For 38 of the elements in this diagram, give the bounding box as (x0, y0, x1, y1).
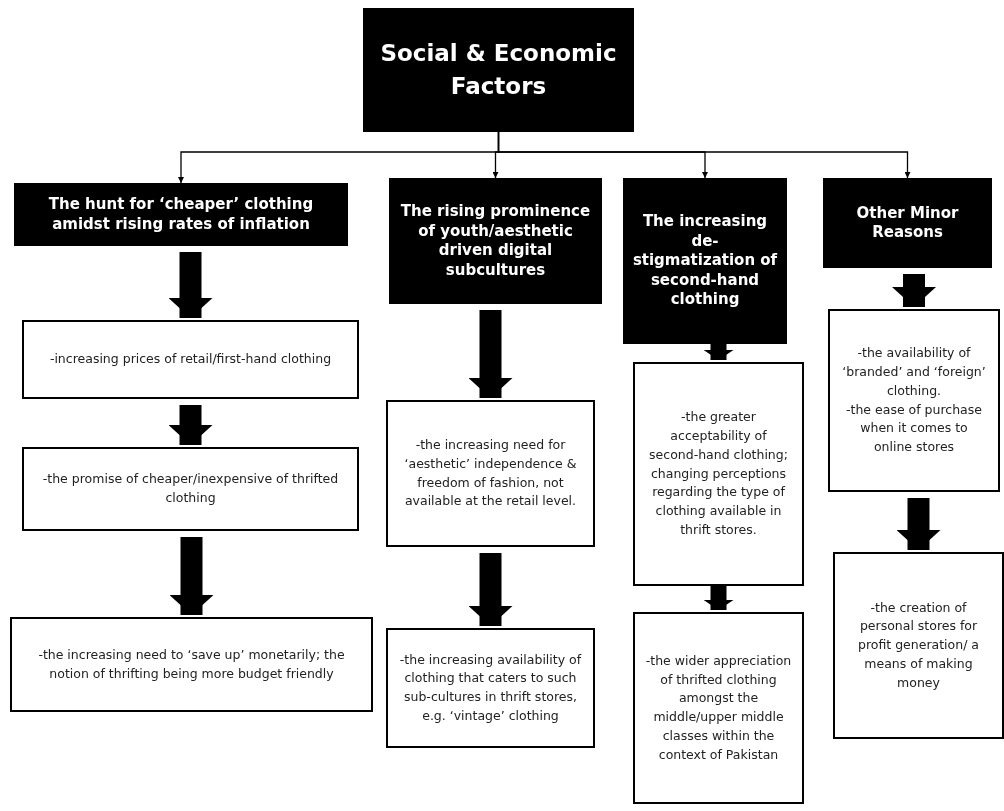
text-box (10, 617, 373, 712)
box-text: -the greater acceptability of second-hand clothing; changing perceptions regarding the type of clothing available in thrift stores. (648, 408, 789, 539)
box-text: -the promise of cheaper/inexpensive of thrifted clothing (41, 470, 340, 507)
box-text: -the creation of personal stores for profit generation/ a means of making money (857, 598, 980, 692)
text-box (386, 400, 595, 547)
category-box (823, 178, 992, 268)
box-text: -the availability of ‘branded’ and ‘foreign’ clothing. (841, 344, 987, 400)
box-text: -the increasing need to ‘save up’ monetarily; the notion of thrifting being more budget friendly (37, 645, 346, 683)
title-box (363, 8, 634, 132)
box-text: -increasing prices of retail/first-hand clothing (49, 350, 332, 369)
block-arrow (468, 553, 513, 626)
block-arrow (892, 274, 936, 307)
box-text: -the ease of purchase when it comes to online stores (845, 400, 983, 456)
text-box (22, 447, 359, 531)
block-arrow (168, 252, 213, 318)
box-text: -the increasing need for ‘aesthetic’ independence & freedom of fashion, not available at the retail level. (403, 436, 578, 511)
text-box (22, 320, 359, 399)
heading-text: The increasing de-stigmatization of second-hand clothing (631, 212, 779, 310)
category-box (14, 183, 348, 246)
text-box (833, 552, 1004, 739)
category-box (389, 178, 602, 304)
block-arrow (703, 586, 734, 610)
block-arrow (168, 405, 213, 445)
block-arrow (169, 537, 214, 615)
box-text: -the increasing availability of clothing that caters to such sub-cultures in thrift stores, e.g. ‘vintage’ clothing (398, 650, 583, 725)
heading-text: The rising prominence of youth/aesthetic driven digital subcultures (399, 202, 592, 280)
text-box (386, 628, 595, 748)
connector-arrow (497, 131, 911, 179)
text-box (633, 612, 804, 804)
text-box (828, 309, 1000, 492)
block-arrow (896, 498, 941, 550)
heading-text: Social & Economic Factors (379, 38, 618, 101)
text-box (633, 362, 804, 586)
category-box (623, 178, 787, 344)
block-arrow (703, 344, 734, 360)
box-text: -the wider appreciation of thrifted clothing amongst the middle/upper middle classes within the context of Pakistan (645, 651, 792, 764)
heading-text: Other Minor Reasons (855, 203, 960, 243)
heading-text: The hunt for ‘cheaper’ clothing amidst rising rates of inflation (47, 195, 315, 234)
